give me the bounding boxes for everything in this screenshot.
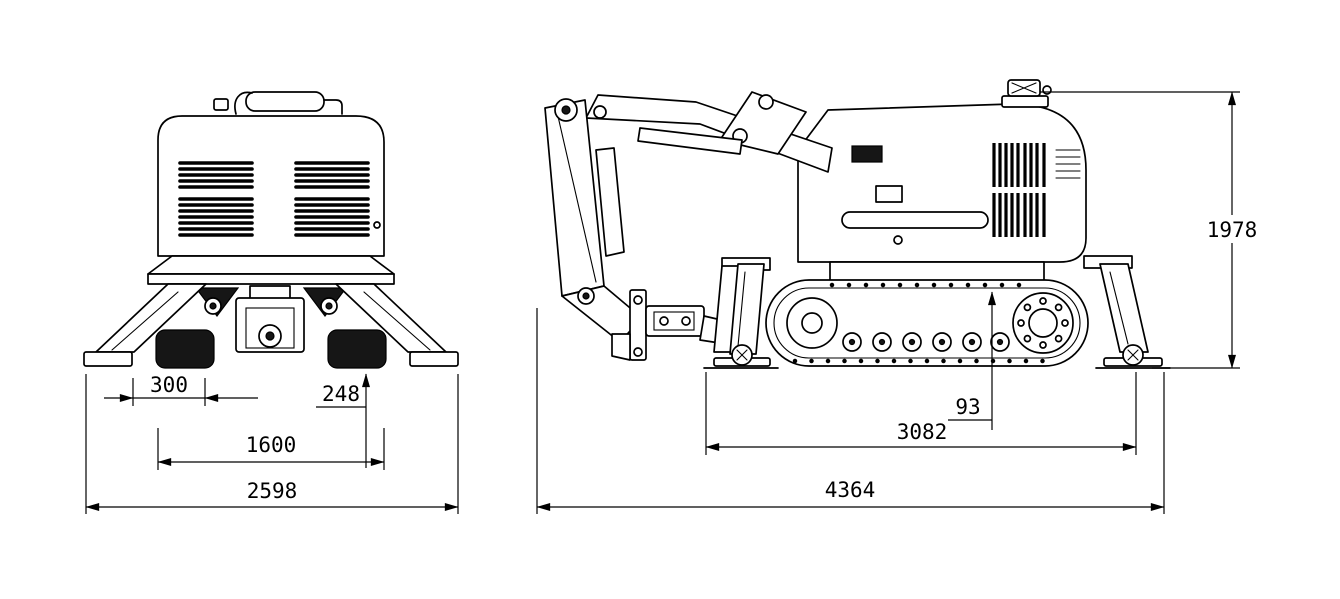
hydraulic-cylinder xyxy=(595,147,625,257)
body-housing xyxy=(797,103,1087,263)
outrigger-right xyxy=(320,283,459,367)
rear-outrigger-side xyxy=(1083,255,1171,369)
dimensions-side-view: 1978 93 3082 4364 xyxy=(536,91,1266,514)
dim-label-93: 93 xyxy=(955,395,980,419)
vent-grilles-side xyxy=(992,143,1046,237)
dim-label-300: 300 xyxy=(150,373,188,397)
road-wheels xyxy=(842,332,1010,352)
dim-label-2598: 2598 xyxy=(247,479,298,503)
boom-mast xyxy=(544,99,605,297)
exhaust-assembly xyxy=(213,91,343,115)
dim-label-1600: 1600 xyxy=(246,433,297,457)
center-gearbox xyxy=(235,285,305,353)
beacon xyxy=(1001,79,1052,108)
idler-wheel xyxy=(786,297,838,349)
latch-icon xyxy=(373,221,381,229)
vent-grilles-front xyxy=(178,161,370,237)
track-left-front-view xyxy=(155,329,215,369)
engine-housing xyxy=(157,115,385,257)
dim-label-248: 248 xyxy=(322,382,360,406)
front-view-drawing xyxy=(83,91,459,369)
boom-arm xyxy=(544,91,833,361)
dim-label-4364: 4364 xyxy=(825,478,876,502)
dimensions-front-view: 300 248 1600 2598 xyxy=(85,373,459,514)
front-outrigger-side xyxy=(703,257,779,369)
side-view-drawing xyxy=(544,79,1171,369)
tool-head xyxy=(611,289,757,361)
crawler-track xyxy=(765,261,1089,367)
dim-label-3082: 3082 xyxy=(897,420,948,444)
side-handle xyxy=(841,211,989,229)
track-right-front-view xyxy=(327,329,387,369)
outrigger-left xyxy=(83,283,222,367)
dim-label-1978: 1978 xyxy=(1207,218,1258,242)
drive-sprocket xyxy=(1012,292,1074,354)
side-small-grille xyxy=(1055,149,1081,179)
